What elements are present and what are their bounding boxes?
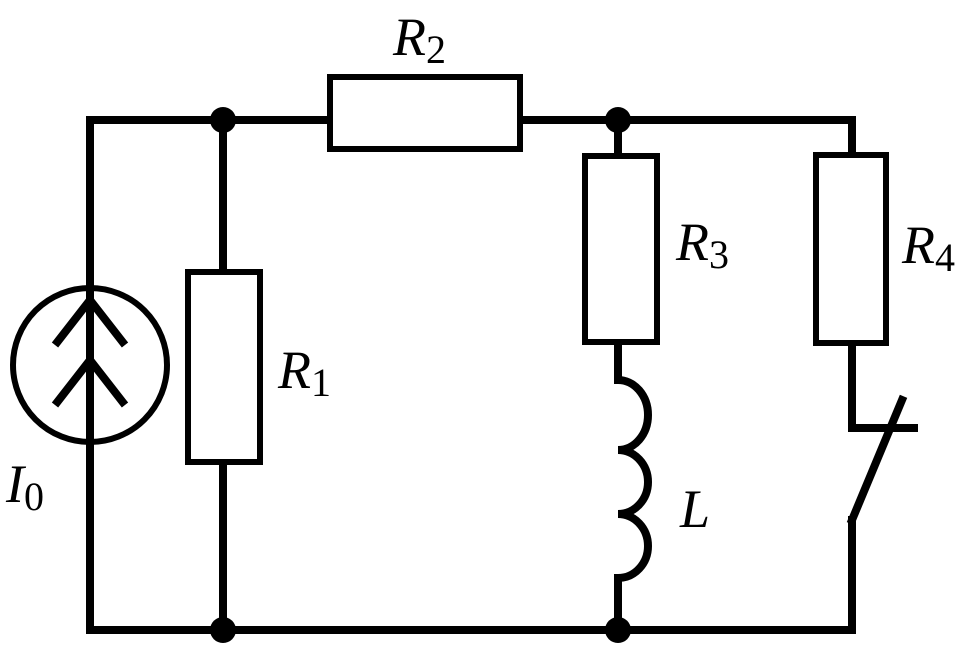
label-r4: R4 [901,215,955,280]
node-bottom-right [605,617,631,643]
label-r3: R3 [675,212,729,277]
switch-blade [846,394,908,526]
resistor-r3 [582,153,660,345]
resistor-r4 [813,152,889,346]
node-bottom-left [210,617,236,643]
current-arrow-lower [51,353,129,408]
resistor-r1 [185,269,263,465]
current-arrow-upper [51,293,129,348]
wire-top-right [516,116,856,159]
node-top-right [605,107,631,133]
current-source [10,284,170,446]
resistor-r2 [327,74,523,152]
label-source: I0 [5,454,44,519]
label-r1: R1 [277,340,331,405]
inductor-l [614,376,652,582]
node-top-left [210,107,236,133]
label-inductor: L [679,479,710,539]
wire-r4-lower [848,336,918,432]
label-r2: R2 [392,7,446,72]
wire-top-left [86,116,334,634]
wire-bottom [86,516,856,634]
